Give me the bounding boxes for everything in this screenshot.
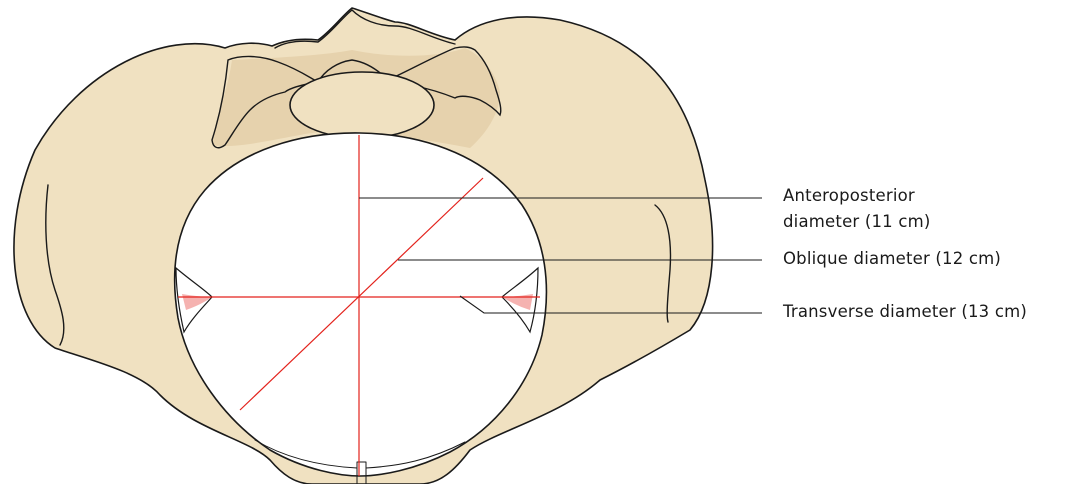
ap-diameter-label-line1: Anteroposterior (783, 184, 915, 208)
oblique-diameter-label: Oblique diameter (12 cm) (783, 247, 1001, 271)
transverse-diameter-label: Transverse diameter (13 cm) (783, 300, 1027, 324)
ap-diameter-label-line2: diameter (11 cm) (783, 210, 931, 234)
sacral-promontory (290, 72, 434, 138)
